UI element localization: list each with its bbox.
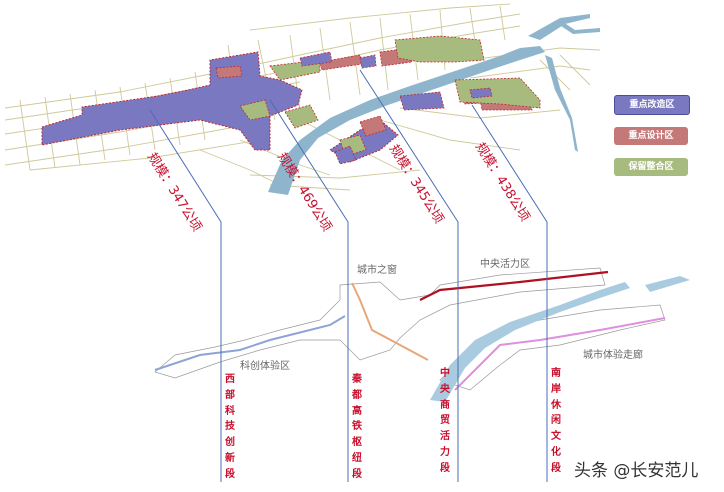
legend-design: 重点设计区 [614,127,688,145]
river-top [268,14,600,195]
leader-lines-lower [220,240,548,482]
zone-label-corridor: 城市体验走廊 [583,350,643,361]
zone-retain [239,35,541,157]
zone-label-central: 中央活力区 [480,259,530,270]
watermark: 头条 @长安范儿 [574,461,699,481]
axis-lines [154,270,666,391]
legend-renovation: 重点改造区 [614,95,690,115]
zone-label-keji: 科创体验区 [240,361,290,372]
segment-central: 中央商贸活力段 [440,368,450,474]
segment-hsr: 秦都高铁枢纽段 [352,374,362,480]
zone-label-window: 城市之窗 [357,265,397,276]
legend-retain: 保留整合区 [614,158,688,176]
zone-renovation-2 [299,51,493,165]
segment-west: 西部科技创新段 [225,374,235,480]
river-bottom [430,276,690,402]
segment-south: 南岸休闲文化段 [551,368,561,474]
